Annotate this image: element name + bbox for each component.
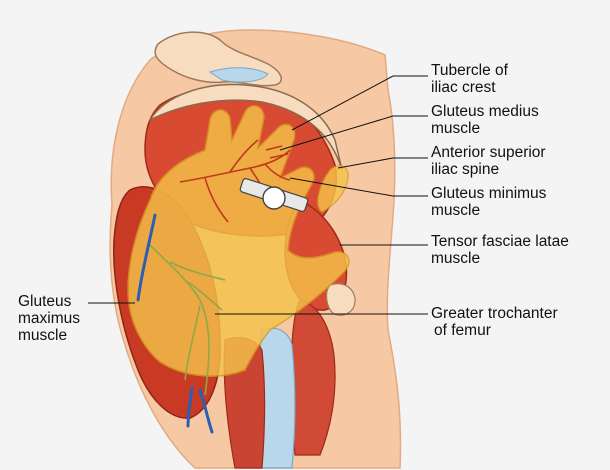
label-tensor-fasciae-latae: Tensor fasciae latae muscle — [431, 233, 569, 267]
label-gluteus-minimus: Gluteus minimus muscle — [431, 185, 546, 219]
label-line: Gluteus — [18, 293, 80, 310]
label-line: Greater trochanter — [431, 305, 558, 322]
label-line: iliac crest — [431, 79, 508, 96]
label-anterior-superior-iliac-spine: Anterior superior iliac spine — [431, 144, 546, 178]
label-line: muscle — [431, 202, 546, 219]
label-line: muscle — [431, 120, 539, 137]
label-line: Gluteus medius — [431, 103, 539, 120]
label-greater-trochanter: Greater trochanter of femur — [431, 305, 558, 339]
label-tubercle-of-iliac-crest: Tubercle of iliac crest — [431, 62, 508, 96]
label-line: Gluteus minimus — [431, 185, 546, 202]
label-line: Anterior superior — [431, 144, 546, 161]
label-line: muscle — [431, 250, 569, 267]
label-line: iliac spine — [431, 161, 546, 178]
label-line: of femur — [431, 322, 558, 339]
label-gluteus-medius: Gluteus medius muscle — [431, 103, 539, 137]
greater-trochanter-bone — [327, 284, 356, 316]
label-line: maximus — [18, 310, 80, 327]
label-line: Tensor fasciae latae — [431, 233, 569, 250]
label-line: muscle — [18, 327, 80, 344]
label-gluteus-maximus: Gluteus maximus muscle — [18, 293, 80, 344]
label-line: Tubercle of — [431, 62, 508, 79]
